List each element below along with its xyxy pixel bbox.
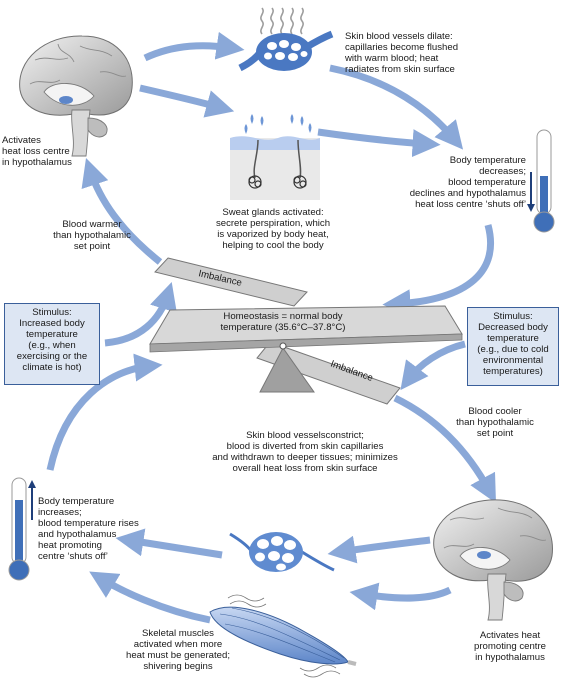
arrow-stimulus-right	[400, 340, 466, 391]
arrow-brain-to-vessels	[143, 31, 245, 62]
sweat-glands-label: Sweat glands activated: secrete perspira…	[215, 207, 331, 251]
arrow-result-to-seesaw	[382, 224, 495, 318]
shivering-muscle-icon	[209, 594, 357, 678]
vessels-dilate-label: Skin blood vessels dilate: capillaries b…	[345, 31, 459, 75]
arrow-result-to-seesaw-bottom	[46, 353, 163, 471]
body-temp-increases-label: Body temperature increases; blood temper…	[38, 496, 139, 562]
vessels-constrict-label: Skin blood vesselsconstrict; blood is di…	[212, 430, 398, 474]
arrow-muscle-to-result	[89, 571, 211, 624]
thermometer-falling-icon	[527, 129, 555, 233]
arrow-sweat-to-result	[317, 128, 441, 158]
sweat-glands-icon	[230, 114, 320, 200]
blood-cooler-label: Blood cooler than hypothalamic set point	[456, 406, 534, 439]
homeostasis-label: Homeostasis = normal body temperature (3…	[220, 311, 346, 333]
seesaw: Imbalance Imbalance	[149, 257, 463, 405]
brain-top-icon	[19, 35, 133, 157]
arrow-constrict-to-result	[115, 528, 223, 559]
stimulus-increased-box: Stimulus: Increased body temperature (e.…	[4, 303, 100, 385]
stimulus-decreased-box: Stimulus: Decreased body temperature (e.…	[467, 307, 559, 386]
blood-warmer-label: Blood warmer than hypothalamic set point	[53, 219, 131, 252]
arrow-brain-to-muscle	[349, 582, 452, 611]
body-temp-decreases-label: Body temperature decreases; blood temper…	[409, 155, 526, 210]
heat-waves-icon	[260, 7, 304, 35]
arrow-seesaw-to-brain-bottom	[393, 394, 496, 504]
activates-heat-promoting-label: Activates heat promoting centre in hypot…	[474, 630, 546, 663]
skeletal-muscles-label: Skeletal muscles activated when more hea…	[125, 628, 230, 672]
arrow-stimulus-left	[104, 281, 177, 347]
arrow-seesaw-to-brain-top	[81, 158, 163, 265]
constricted-vessels-icon	[229, 532, 335, 572]
activates-heat-loss-label: Activates heat loss centre in hypothalam…	[2, 135, 72, 168]
thermometer-rising-icon	[8, 477, 36, 581]
arrow-brain-to-sweat	[139, 84, 235, 118]
dilated-vessels-icon	[238, 30, 334, 72]
arrow-vessels-to-result	[329, 64, 464, 150]
brain-bottom-icon	[433, 499, 553, 621]
arrow-brain-to-constrict	[327, 535, 431, 564]
